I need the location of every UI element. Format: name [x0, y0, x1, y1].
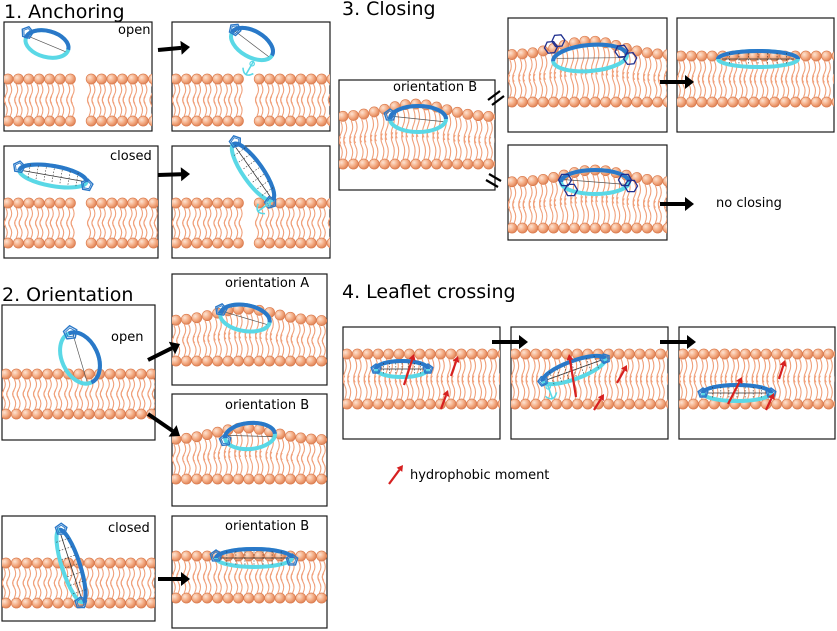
lipid-bilayer: [679, 348, 835, 410]
panel-orientation-b-closed: [171, 515, 328, 629]
section-title-orientation: 2. Orientation: [2, 284, 133, 306]
arrow-crossing-1: [492, 335, 528, 349]
arrow-closing-end: [660, 75, 694, 89]
peptide-closing-start: [383, 104, 448, 134]
break-marks: [485, 90, 505, 188]
label-orientation-b-1: orientation B: [225, 398, 309, 413]
peptide-orientation-b-open: [218, 420, 277, 452]
label-open-orientation: open: [111, 330, 143, 345]
moment-arrow: [777, 360, 787, 380]
moment-arrow: [593, 394, 604, 411]
arrow-anchor-open: [157, 40, 190, 55]
lipid-bilayers: [2, 35, 835, 609]
label-closed: closed: [110, 149, 152, 164]
panel-crossing-2: [510, 326, 669, 440]
arrow-anchor-closed: [157, 167, 190, 182]
arrow-crossing-2: [660, 335, 696, 349]
lipid-bilayer: [172, 303, 327, 367]
peptide-crossing-1: [370, 359, 434, 379]
panel-crossing-1: [342, 326, 501, 440]
lipid-bilayer: [677, 50, 834, 108]
peptides: [13, 23, 800, 609]
lipid-bilayer: [172, 422, 327, 485]
moment-arrow: [765, 393, 775, 411]
lipid-bilayer: [172, 197, 330, 249]
peptide-closed-anchored: [228, 135, 277, 215]
arrow-no-closing: [660, 197, 694, 211]
panel-orientation-a: [171, 273, 328, 386]
peptide-orientation-closed: [54, 522, 88, 609]
label-orientation-b-2: orientation B: [225, 519, 309, 534]
peptide-closing-mid: [543, 34, 638, 74]
peptide-closing-end: [716, 49, 800, 69]
moment-arrow: [439, 390, 450, 410]
peptide-orientation-open: [58, 324, 102, 386]
arrow-orientation-b: [146, 412, 180, 437]
label-open: open: [118, 23, 150, 38]
lipid-bilayer: [2, 557, 155, 609]
peptide-open-anchored: [228, 23, 275, 76]
legend-moment-icon: [388, 465, 403, 485]
peptide-open-free: [21, 25, 71, 60]
moment-arrow: [566, 354, 578, 398]
label-orientation-a: orientation A: [225, 276, 309, 291]
label-hydrophobic-moment: hydrophobic moment: [410, 468, 549, 483]
lipid-bilayer: [4, 73, 152, 127]
label-no-closing: no closing: [716, 196, 782, 211]
label-closed-orientation: closed: [108, 521, 150, 536]
lipid-bilayer: [172, 73, 330, 127]
lipid-bilayer: [4, 197, 158, 249]
moment-arrow: [449, 356, 460, 377]
peptide-crossing-3: [697, 383, 777, 403]
section-title-closing: 3. Closing: [342, 0, 436, 20]
label-orientation-b-3: orientation B: [393, 80, 477, 95]
section-title-leaflet-crossing: 4. Leaflet crossing: [342, 281, 516, 303]
transition-arrows: [146, 40, 696, 586]
arrow-orientation-closed: [158, 572, 190, 586]
peptide-orientation-a: [215, 302, 272, 334]
lipid-bilayer: [2, 368, 155, 420]
moment-arrow: [616, 365, 628, 384]
peptide-orientation-b-closed: [209, 547, 299, 569]
hydrophobic-moment-arrows: [388, 354, 787, 485]
peptide-no-closing: [557, 168, 639, 197]
moment-arrow: [402, 354, 416, 386]
arrow-orientation-a: [147, 341, 180, 362]
section-title-anchoring: 1. Anchoring: [4, 1, 125, 23]
peptide-closed-free: [13, 160, 94, 192]
moment-arrow: [727, 377, 743, 405]
